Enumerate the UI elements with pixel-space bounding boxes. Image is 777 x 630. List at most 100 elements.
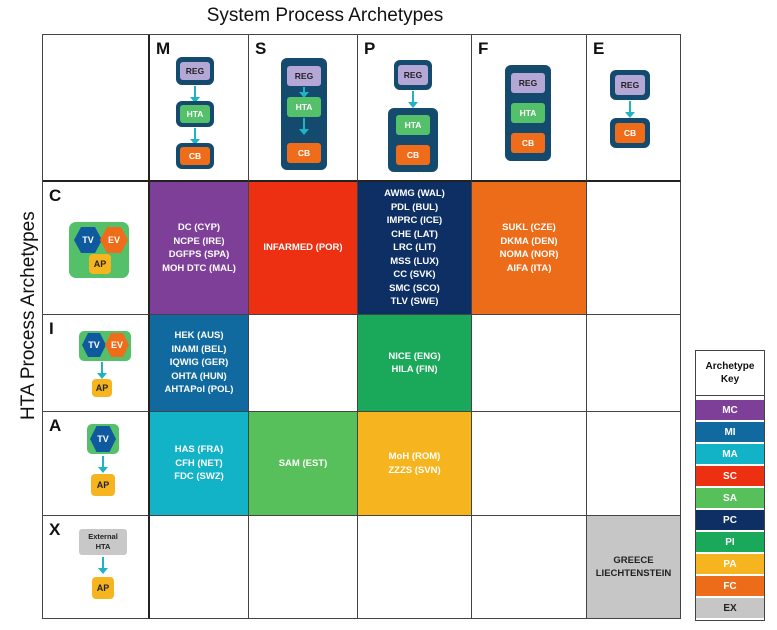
cell-entry-list: DC (CYP)NCPE (IRE)DGFPS (SPA)MOH DTC (MA… (162, 221, 236, 275)
cell-entry-list: NICE (ENG)HILA (FIN) (388, 350, 440, 377)
agency-entry: MoH (ROM) (388, 451, 441, 462)
agency-entry: IQWIG (GER) (169, 357, 229, 369)
cell-c-s: INFARMED (POR) (249, 182, 358, 315)
cell-i-s (249, 315, 358, 412)
column-header-m: M REG HTA CB (150, 35, 249, 182)
cell-a-f (472, 412, 587, 516)
cell-i-p: NICE (ENG)HILA (FIN) (358, 315, 472, 412)
agency-entry: CC (SVK) (393, 269, 436, 281)
column-header-p: P REG HTA CB (358, 35, 472, 182)
cell-entry-list: MoH (ROM) ZZZS (SVN) (388, 450, 440, 477)
key-title-line2: Key (720, 374, 740, 385)
cell-entry-list: HAS (FRA)CFH (NET)FDC (SWZ) (174, 443, 224, 484)
agency-entry: HEK (AUS) (174, 330, 224, 342)
agency-entry: OHTA (HUN) (171, 370, 227, 382)
agency-entry: PDL (BUL) (390, 201, 439, 213)
cell-x-s (249, 516, 358, 619)
cell-entry-list: INFARMED (POR) (263, 241, 342, 255)
agency-entry: ZZZS (SVN) (388, 464, 441, 476)
cell-entry-list: SUKL (CZE) DKMA (DEN) NOMA (NOR) AIFA (ITA) (500, 221, 559, 275)
chart-title: System Process Archetypes (206, 5, 444, 26)
column-letter-e: E (593, 39, 605, 58)
agency-entry: AHTAPol (POL) (164, 384, 234, 396)
row-letter-a: A (49, 416, 62, 435)
agency-entry: MOH DTC (MAL) (162, 262, 236, 274)
row-letter-x: X (49, 520, 61, 539)
ap-icon: AP (92, 577, 114, 599)
column-header-s: S REG HTA CB (249, 35, 358, 182)
column-letter-m: M (156, 39, 171, 58)
agency-entry: TLV (SWE) (390, 296, 439, 308)
cb-icon: CB (511, 133, 545, 153)
key-item-fc: FC (696, 576, 764, 596)
ev-icon: EV (105, 333, 129, 357)
agency-entry: AIFA (ITA) (506, 262, 552, 274)
agency-entry: LRC (LIT) (393, 242, 436, 254)
ap-icon: AP (92, 379, 112, 397)
side-axis-title: HTA Process Archetypes (18, 211, 39, 420)
hta-icon: HTA (511, 103, 545, 123)
agency-entry: INFARMED (POR) (263, 242, 343, 254)
agency-entry: DGFPS (SPA) (168, 249, 230, 260)
agency-entry: CFH (NET) (175, 457, 223, 469)
cb-icon: CB (396, 145, 430, 165)
column-letter-f: F (478, 39, 489, 58)
cell-x-f (472, 516, 587, 619)
agency-entry: SAM (EST) (278, 457, 328, 469)
hta-icon: HTA (180, 105, 210, 123)
cell-a-m: HAS (FRA)CFH (NET)FDC (SWZ) (150, 412, 249, 516)
row-header-c: C TV EV AP (43, 182, 150, 315)
cell-x-m (150, 516, 249, 619)
tv-icon: TV (90, 426, 116, 452)
agency-entry: FDC (SWZ) (174, 471, 224, 483)
agency-entry: IMPRC (ICE) (386, 215, 443, 227)
row-header-a: A TV AP (43, 412, 150, 516)
cell-i-m: HEK (AUS)INAMI (BEL) IQWIG (GER)OHTA (HUN… (150, 315, 249, 412)
key-item-mc: MC (696, 400, 764, 420)
column-header-f: F REG HTA CB (472, 35, 587, 182)
external-hta-icon: External HTA (79, 529, 127, 555)
column-header-e: E REG CB (587, 35, 681, 182)
row-letter-c: C (49, 186, 62, 205)
cb-icon: CB (615, 123, 645, 143)
row-header-i: I TV EV AP (43, 315, 150, 412)
hta-icon: HTA (287, 97, 321, 117)
cell-a-p: MoH (ROM) ZZZS (SVN) (358, 412, 472, 516)
agency-entry: GREECE (613, 554, 654, 566)
key-item-sa: SA (696, 488, 764, 508)
agency-entry: CHE (LAT) (391, 228, 438, 240)
cell-entry-list: HEK (AUS)INAMI (BEL) IQWIG (GER)OHTA (HUN… (165, 329, 234, 397)
key-title: Archetype Key (696, 351, 764, 396)
ap-icon: AP (91, 474, 115, 496)
cell-c-p: AWMG (WAL)PDL (BUL) IMPRC (ICE)CHE (LAT) L… (358, 182, 472, 315)
hta-icon: HTA (396, 115, 430, 135)
agency-entry: NOMA (NOR) (499, 249, 559, 260)
agency-entry: SMC (SCO) (389, 282, 440, 294)
key-item-sc: SC (696, 466, 764, 486)
cell-i-e (587, 315, 681, 412)
cb-icon: CB (180, 147, 210, 165)
key-item-ex: EX (696, 598, 764, 618)
reg-icon: REG (615, 75, 645, 95)
key-item-pa: PA (696, 554, 764, 574)
ap-icon: AP (89, 254, 111, 274)
column-letter-s: S (255, 39, 267, 58)
agency-entry: DC (CYP) (177, 222, 221, 233)
reg-icon: REG (511, 73, 545, 93)
reg-icon: REG (287, 66, 321, 86)
column-letter-p: P (364, 39, 376, 58)
agency-entry: SUKL (CZE) (502, 222, 556, 233)
tv-icon: TV (82, 333, 106, 357)
key-item-ma: MA (696, 444, 764, 464)
cell-c-e (587, 182, 681, 315)
agency-entry: INAMI (BEL) (171, 343, 227, 355)
cell-entry-list: AWMG (WAL)PDL (BUL) IMPRC (ICE)CHE (LAT) L… (384, 187, 445, 309)
cell-x-p (358, 516, 472, 619)
reg-icon: REG (180, 62, 210, 80)
agency-entry: DKMA (DEN) (500, 235, 558, 247)
agency-entry: AWMG (WAL) (384, 188, 445, 200)
row-letter-i: I (49, 319, 54, 338)
cell-a-s: SAM (EST) (249, 412, 358, 516)
agency-entry: MSS (LUX) (390, 255, 439, 267)
